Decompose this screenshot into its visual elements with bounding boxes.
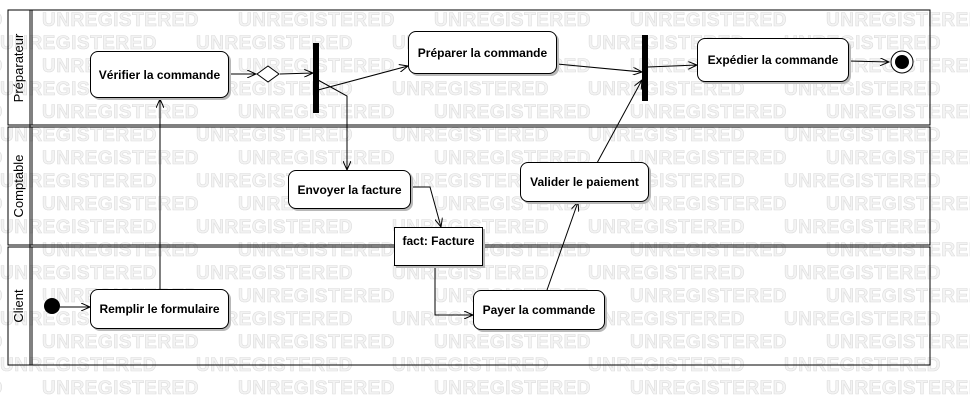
watermark-text: UNREGISTERED: [784, 263, 941, 284]
watermark-text: UNREGISTERED: [588, 309, 745, 330]
watermark-text: UNREGISTERED: [630, 378, 787, 399]
watermark-text: UNREGISTERED: [434, 332, 591, 353]
action-remplir-le-formulaire[interactable]: Remplir le formulaire: [90, 289, 229, 329]
flow-fork-preparer: [317, 66, 408, 91]
watermark-text: UNREGISTERED: [0, 56, 3, 77]
watermark-text: UNREGISTERED: [0, 332, 3, 353]
watermark-text: UNREGISTERED: [42, 332, 199, 353]
watermark-text: UNREGISTERED: [630, 286, 787, 307]
watermark-text: UNREGISTERED: [0, 171, 157, 192]
watermark-text: UNREGISTERED: [0, 102, 3, 123]
watermark-text: UNREGISTERED: [0, 378, 3, 399]
watermark-text: UNREGISTERED: [630, 148, 787, 169]
flow-envoyer-facture: [411, 186, 441, 227]
watermark-text: UNREGISTERED: [238, 240, 395, 261]
watermark-text: UNREGISTERED: [0, 194, 3, 215]
object-node-facture[interactable]: fact: Facture: [394, 227, 483, 266]
watermark-text: UNREGISTERED: [196, 309, 353, 330]
watermark-text: UNREGISTERED: [784, 171, 941, 192]
watermark-text: UNREGISTERED: [434, 102, 591, 123]
watermark-text: UNREGISTERED: [0, 263, 157, 284]
swimlane-preparateur: [7, 9, 931, 126]
watermark-text: UNREGISTERED: [588, 125, 745, 146]
flow-join-expedier: [647, 65, 697, 67]
watermark-text: UNREGISTERED: [588, 79, 745, 100]
flow-preparer-join: [556, 63, 642, 72]
swimlane-label-client: Client: [11, 289, 26, 323]
watermark-text: UNREGISTERED: [0, 286, 3, 307]
watermark-text: UNREGISTERED: [630, 332, 787, 353]
watermark-text: UNREGISTERED: [0, 125, 157, 146]
watermark-text: UNREGISTERED: [588, 263, 745, 284]
watermark-text: UNREGISTERED: [238, 10, 395, 31]
action-preparer-la-commande[interactable]: Préparer la commande: [408, 31, 557, 74]
action-envoyer-la-facture[interactable]: Envoyer la facture: [288, 170, 411, 209]
initial-node: [44, 298, 60, 314]
flow-valider-join: [596, 80, 642, 164]
watermark-text: UNREGISTERED: [434, 378, 591, 399]
watermark-text: UNREGISTERED: [826, 286, 970, 307]
watermark-text: UNREGISTERED: [42, 378, 199, 399]
watermark-text: UNREGISTERED: [826, 240, 970, 261]
watermark-text: UNREGISTERED: [0, 240, 3, 261]
swimlane-label-comptable: Comptable: [11, 154, 26, 218]
action-verifier-la-commande[interactable]: Vérifier la commande: [90, 51, 229, 98]
swimlane-label-preparateur: Préparateur: [11, 33, 26, 103]
watermark-text: UNREGISTERED: [238, 332, 395, 353]
watermark-text: UNREGISTERED: [784, 79, 941, 100]
watermark-text: UNREGISTERED: [42, 102, 199, 123]
watermark-text: UNREGISTERED: [826, 194, 970, 215]
watermark-text: UNREGISTERED: [238, 286, 395, 307]
action-expedier-la-commande[interactable]: Expédier la commande: [697, 38, 849, 82]
watermark-text: UNREGISTERED: [196, 125, 353, 146]
watermark-text: UNREGISTERED: [434, 10, 591, 31]
watermark-text: UNREGISTERED: [0, 10, 3, 31]
flow-facture-payer: [434, 266, 473, 315]
watermark-text: UNREGISTERED: [0, 148, 3, 169]
watermark-text: UNREGISTERED: [588, 217, 745, 238]
watermark-text: UNREGISTERED: [42, 240, 199, 261]
join-bar: [642, 35, 648, 101]
watermark-text: UNREGISTERED: [784, 125, 941, 146]
watermark-text: UNREGISTERED: [238, 148, 395, 169]
watermark-text: UNREGISTERED: [42, 194, 199, 215]
watermark-text: UNREGISTERED: [826, 102, 970, 123]
flow-payer-valider: [546, 202, 578, 291]
watermark-text: UNREGISTERED: [392, 125, 549, 146]
watermark-text: UNREGISTERED: [196, 263, 353, 284]
decision-node: [256, 65, 280, 83]
watermark-text: UNREGISTERED: [42, 148, 199, 169]
action-payer-la-commande[interactable]: Payer la commande: [473, 290, 605, 330]
watermark-text: UNREGISTERED: [238, 378, 395, 399]
watermark-text: UNREGISTERED: [826, 10, 970, 31]
watermark-text: UNREGISTERED: [630, 10, 787, 31]
control-flows: [60, 61, 889, 315]
action-valider-le-paiement[interactable]: Valider le paiement: [520, 162, 649, 202]
watermark-text: UNREGISTERED: [630, 240, 787, 261]
watermark-text: UNREGISTERED: [784, 217, 941, 238]
watermark-text: UNREGISTERED: [196, 217, 353, 238]
flow-expedier-final: [848, 61, 889, 62]
final-node: [890, 50, 914, 74]
watermark-text: UNREGISTERED: [630, 194, 787, 215]
flow-decision-fork: [279, 73, 313, 74]
watermark-text: UNREGISTERED: [42, 10, 199, 31]
watermark-text: UNREGISTERED: [826, 378, 970, 399]
swimlane-frames: [7, 9, 931, 366]
watermark-text: UNREGISTERED: [826, 148, 970, 169]
watermark-text: UNREGISTERED: [826, 332, 970, 353]
watermark-text: UNREGISTERED: [0, 33, 157, 54]
watermark-text: UNREGISTERED: [784, 309, 941, 330]
watermark-text: UNREGISTERED: [630, 102, 787, 123]
fork-bar: [313, 43, 319, 113]
watermark-text: UNREGISTERED: [0, 217, 157, 238]
flow-fork-envoyer: [317, 79, 347, 170]
watermark-text: UNREGISTERED: [392, 263, 549, 284]
watermark-text: UNREGISTERED: [392, 171, 549, 192]
watermark-text: UNREGISTERED: [392, 79, 549, 100]
